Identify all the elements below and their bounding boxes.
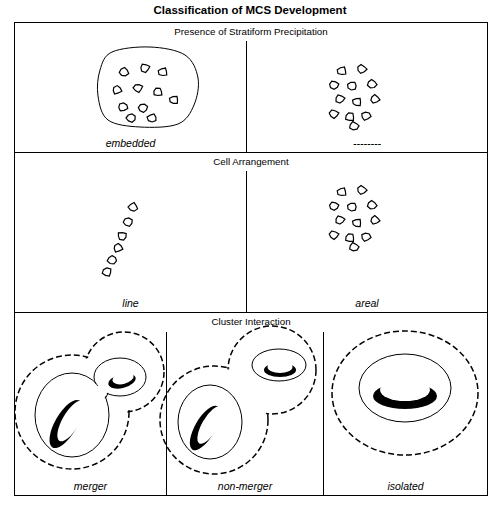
core-gap xyxy=(193,403,228,448)
category-label: embedded xyxy=(106,137,156,149)
convective-cell xyxy=(119,103,128,111)
solid-contour xyxy=(35,373,109,457)
section-heading: Cluster Interaction xyxy=(15,313,487,327)
solid-contour xyxy=(252,349,306,381)
category-panel: line xyxy=(15,171,246,312)
convective-cell xyxy=(336,95,345,103)
convective-cell xyxy=(133,85,143,93)
convective-cell xyxy=(329,110,339,119)
convective-cell xyxy=(114,244,123,252)
category-label: isolated xyxy=(387,480,423,492)
convective-cell xyxy=(358,186,367,195)
convective-cell xyxy=(128,203,138,212)
convective-cell xyxy=(107,256,116,264)
envelope-fill xyxy=(86,334,163,411)
convective-cell xyxy=(337,188,346,195)
convective-cell xyxy=(330,202,339,210)
convective-cell xyxy=(337,67,346,74)
convective-cell xyxy=(358,65,367,74)
convective-cell xyxy=(158,68,166,75)
category-label: -------- xyxy=(353,137,381,149)
convective-cell xyxy=(123,218,132,226)
dashed-envelope xyxy=(332,331,478,455)
stratiform-outline xyxy=(97,47,198,127)
section-band: Presence of Stratiform Precipitation embe… xyxy=(14,22,488,153)
convective-cell xyxy=(346,113,354,120)
convective-cell xyxy=(353,98,361,105)
convective-cell xyxy=(126,114,135,122)
solid-contour xyxy=(359,354,451,422)
category-panel: isolated xyxy=(323,332,487,495)
convective-cell xyxy=(353,219,361,226)
envelope-fill xyxy=(230,328,315,413)
convective-cell xyxy=(154,88,162,95)
core-gap xyxy=(52,397,90,445)
convective-cell xyxy=(371,215,380,224)
areal-cells xyxy=(329,186,380,251)
convective-cell xyxy=(329,231,339,240)
category-panel: non-merger xyxy=(166,332,323,495)
solid-contour xyxy=(178,385,242,459)
convective-cell xyxy=(336,216,345,224)
convective-cell xyxy=(119,68,129,76)
core-gap xyxy=(380,379,430,401)
convective-cell xyxy=(113,86,122,94)
convective-cell xyxy=(350,122,359,130)
convective-cell xyxy=(362,112,371,120)
category-panel: merger xyxy=(15,332,166,495)
cluster-figures xyxy=(15,326,478,474)
convective-cell xyxy=(141,64,150,72)
section-band: Cell Arrangement line areal xyxy=(14,152,488,313)
contour-fill xyxy=(85,382,111,407)
category-label: line xyxy=(122,297,138,309)
convective-cell xyxy=(348,82,357,90)
convective-cell xyxy=(348,203,357,211)
convective-cell xyxy=(147,114,156,122)
convective-cell xyxy=(362,233,371,241)
category-label: non-merger xyxy=(218,480,272,492)
convective-cell xyxy=(102,268,111,276)
category-label: areal xyxy=(355,297,378,309)
section-heading: Presence of Stratiform Precipitation xyxy=(15,23,487,37)
scattered-cells xyxy=(329,65,380,130)
core-crescent xyxy=(43,395,89,453)
convective-cell xyxy=(367,80,377,88)
convective-cell xyxy=(138,104,147,112)
category-panel: embedded xyxy=(15,41,246,152)
category-panel: areal xyxy=(246,171,487,312)
convective-cell xyxy=(350,243,359,251)
core-gap xyxy=(111,369,135,386)
section-band: Cluster Interaction merger non-merger isola… xyxy=(14,312,488,496)
category-panel: -------- xyxy=(246,41,487,152)
section-heading: Cell Arrangement xyxy=(15,153,487,167)
diagram-title: Classification of MCS Development xyxy=(0,4,500,16)
convective-cell xyxy=(330,81,339,89)
line-cells xyxy=(102,203,137,276)
convective-cell xyxy=(170,96,178,103)
convective-cell xyxy=(367,201,377,209)
dashed-envelope xyxy=(84,332,164,412)
convective-cell xyxy=(371,94,380,103)
envelope-fill xyxy=(334,333,477,454)
embedded-cells xyxy=(113,64,177,122)
convective-cell xyxy=(118,233,126,240)
convective-cell xyxy=(346,234,354,241)
core-gap xyxy=(268,361,293,373)
category-label: merger xyxy=(74,480,107,492)
